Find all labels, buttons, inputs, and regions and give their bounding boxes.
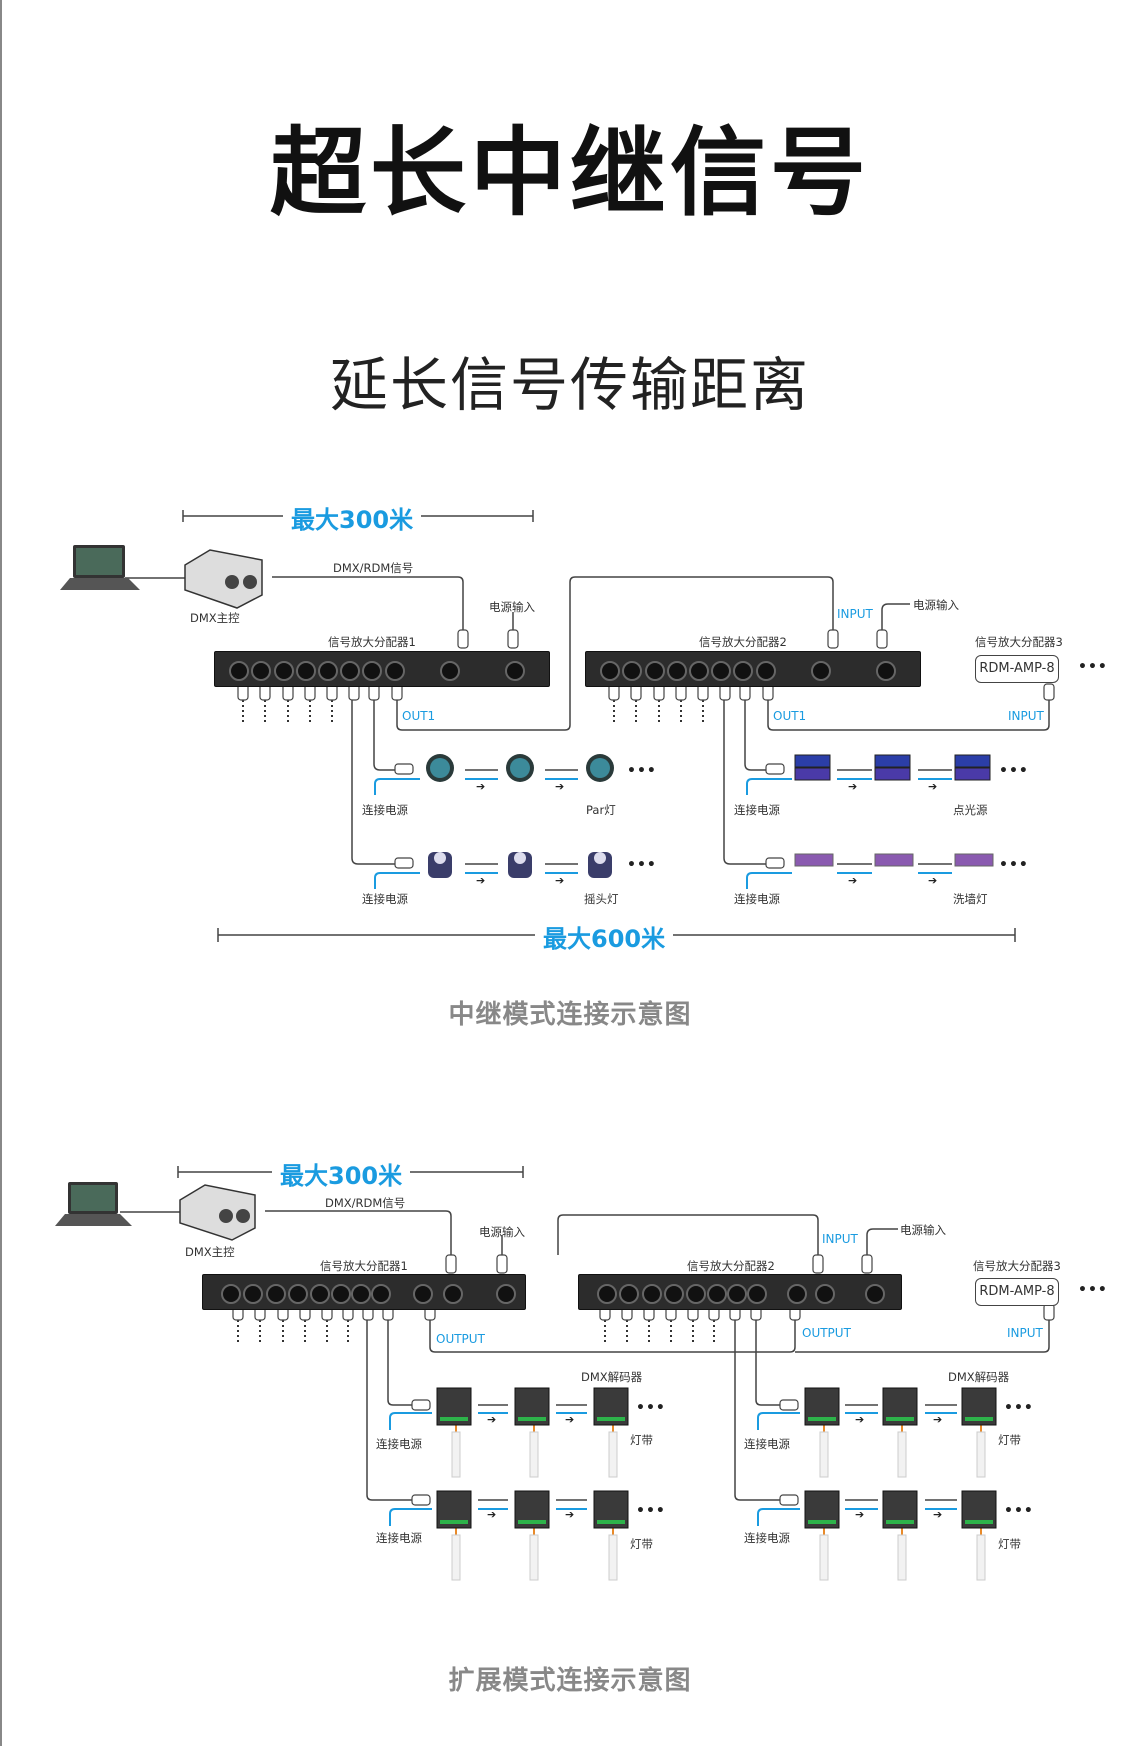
page-title: 超长中继信号 <box>270 117 870 229</box>
output-label: OUTPUT <box>436 1332 485 1346</box>
led-strip-label: 灯带 <box>630 1537 653 1551</box>
connect-power-label: 连接电源 <box>744 1531 790 1545</box>
led-strip-label: 灯带 <box>998 1433 1021 1447</box>
svg-text:➔: ➔ <box>476 874 485 887</box>
output-label: OUTPUT <box>802 1326 851 1340</box>
amplifier-1-label: 信号放大分配器1 <box>328 635 416 649</box>
dmx-controller-icon <box>179 1184 256 1241</box>
svg-text:➔: ➔ <box>476 780 485 793</box>
more-ellipsis: ••• <box>636 1503 666 1519</box>
page-border <box>0 0 2 1746</box>
connect-power-label: 连接电源 <box>744 1437 790 1451</box>
diagram-2-caption: 扩展模式连接示意图 <box>448 1666 692 1696</box>
dmx-decoder-icons <box>436 1387 997 1529</box>
power-input-label: 电源输入 <box>900 1223 946 1237</box>
more-ellipsis: ••• <box>627 763 657 779</box>
distance-300m-label: 最大300米 <box>272 1156 411 1191</box>
dmx-controller-label: DMX主控 <box>185 1245 235 1259</box>
power-input-label: 电源输入 <box>913 598 959 612</box>
dmx-controller-label: DMX主控 <box>190 611 240 625</box>
amplifier-1-device <box>202 1274 526 1310</box>
signal-label: DMX/RDM信号 <box>325 1196 406 1210</box>
input-label: INPUT <box>837 607 873 621</box>
decoder-label: DMX解码器 <box>948 1370 1010 1384</box>
amplifier-1-label: 信号放大分配器1 <box>320 1259 408 1273</box>
dmx-controller-icon <box>184 549 263 609</box>
connect-power-label: 连接电源 <box>734 803 780 817</box>
led-strip-label: 灯带 <box>998 1537 1021 1551</box>
fixture-label: Par灯 <box>586 803 616 817</box>
amplifier-3-box: RDM-AMP-8 <box>975 1278 1059 1306</box>
input-label: INPUT <box>1008 709 1044 723</box>
distance-300m-label: 最大300米 <box>283 500 422 535</box>
amplifier-2-device <box>585 651 921 687</box>
svg-text:➔: ➔ <box>555 874 564 887</box>
amplifier-2-device <box>578 1274 902 1310</box>
led-strip-label: 灯带 <box>630 1433 653 1447</box>
more-ellipsis: ••• <box>999 857 1029 873</box>
power-input-label: 电源输入 <box>479 1225 525 1239</box>
led-strip-icons <box>451 1431 986 1581</box>
diagram-1-caption: 中继模式连接示意图 <box>448 1000 692 1030</box>
more-ellipsis: ••• <box>999 763 1029 779</box>
svg-text:➔: ➔ <box>487 1413 496 1426</box>
amplifier-1-device <box>214 651 550 687</box>
input-label: INPUT <box>1007 1326 1043 1340</box>
signal-label: DMX/RDM信号 <box>333 561 414 575</box>
connect-power-label: 连接电源 <box>376 1531 422 1545</box>
svg-text:➔: ➔ <box>928 874 937 887</box>
svg-text:➔: ➔ <box>933 1508 942 1521</box>
amplifier-3-label: 信号放大分配器3 <box>973 1259 1061 1273</box>
svg-text:➔: ➔ <box>487 1508 496 1521</box>
amplifier-3-label: 信号放大分配器3 <box>975 635 1063 649</box>
point-light-icons <box>794 754 991 781</box>
page-subtitle: 延长信号传输距离 <box>329 351 810 419</box>
svg-text:➔: ➔ <box>855 1413 864 1426</box>
more-ellipsis: ••• <box>1078 1282 1108 1298</box>
connect-power-label: 连接电源 <box>376 1437 422 1451</box>
more-ellipsis: ••• <box>1004 1400 1034 1416</box>
decoder-label: DMX解码器 <box>581 1370 643 1384</box>
more-ellipsis: ••• <box>627 857 657 873</box>
out1-label: OUT1 <box>773 709 807 723</box>
par-light-icons <box>426 754 614 782</box>
svg-text:➔: ➔ <box>928 780 937 793</box>
moving-head-icons <box>428 852 612 878</box>
laptop-icon <box>60 545 140 590</box>
more-ellipsis: ••• <box>636 1400 666 1416</box>
svg-text:➔: ➔ <box>555 780 564 793</box>
input-label: INPUT <box>822 1232 858 1246</box>
svg-text:➔: ➔ <box>855 1508 864 1521</box>
power-input-label: 电源输入 <box>489 600 535 614</box>
svg-text:➔: ➔ <box>848 780 857 793</box>
wall-washer-icons <box>794 853 994 867</box>
fixture-label: 摇头灯 <box>584 892 619 906</box>
more-ellipsis: ••• <box>1004 1503 1034 1519</box>
distance-600m-label: 最大600米 <box>535 919 674 954</box>
out1-label: OUT1 <box>402 709 436 723</box>
amplifier-2-label: 信号放大分配器2 <box>699 635 787 649</box>
svg-text:➔: ➔ <box>565 1413 574 1426</box>
svg-text:➔: ➔ <box>933 1413 942 1426</box>
connect-power-label: 连接电源 <box>362 803 408 817</box>
amplifier-3-box: RDM-AMP-8 <box>975 655 1059 683</box>
connect-power-label: 连接电源 <box>734 892 780 906</box>
fixture-label: 洗墙灯 <box>953 892 988 906</box>
more-ellipsis: ••• <box>1078 659 1108 675</box>
fixture-label: 点光源 <box>953 803 988 817</box>
laptop-icon <box>55 1182 132 1226</box>
svg-text:➔: ➔ <box>848 874 857 887</box>
amplifier-2-label: 信号放大分配器2 <box>687 1259 775 1273</box>
connect-power-label: 连接电源 <box>362 892 408 906</box>
svg-text:➔: ➔ <box>565 1508 574 1521</box>
